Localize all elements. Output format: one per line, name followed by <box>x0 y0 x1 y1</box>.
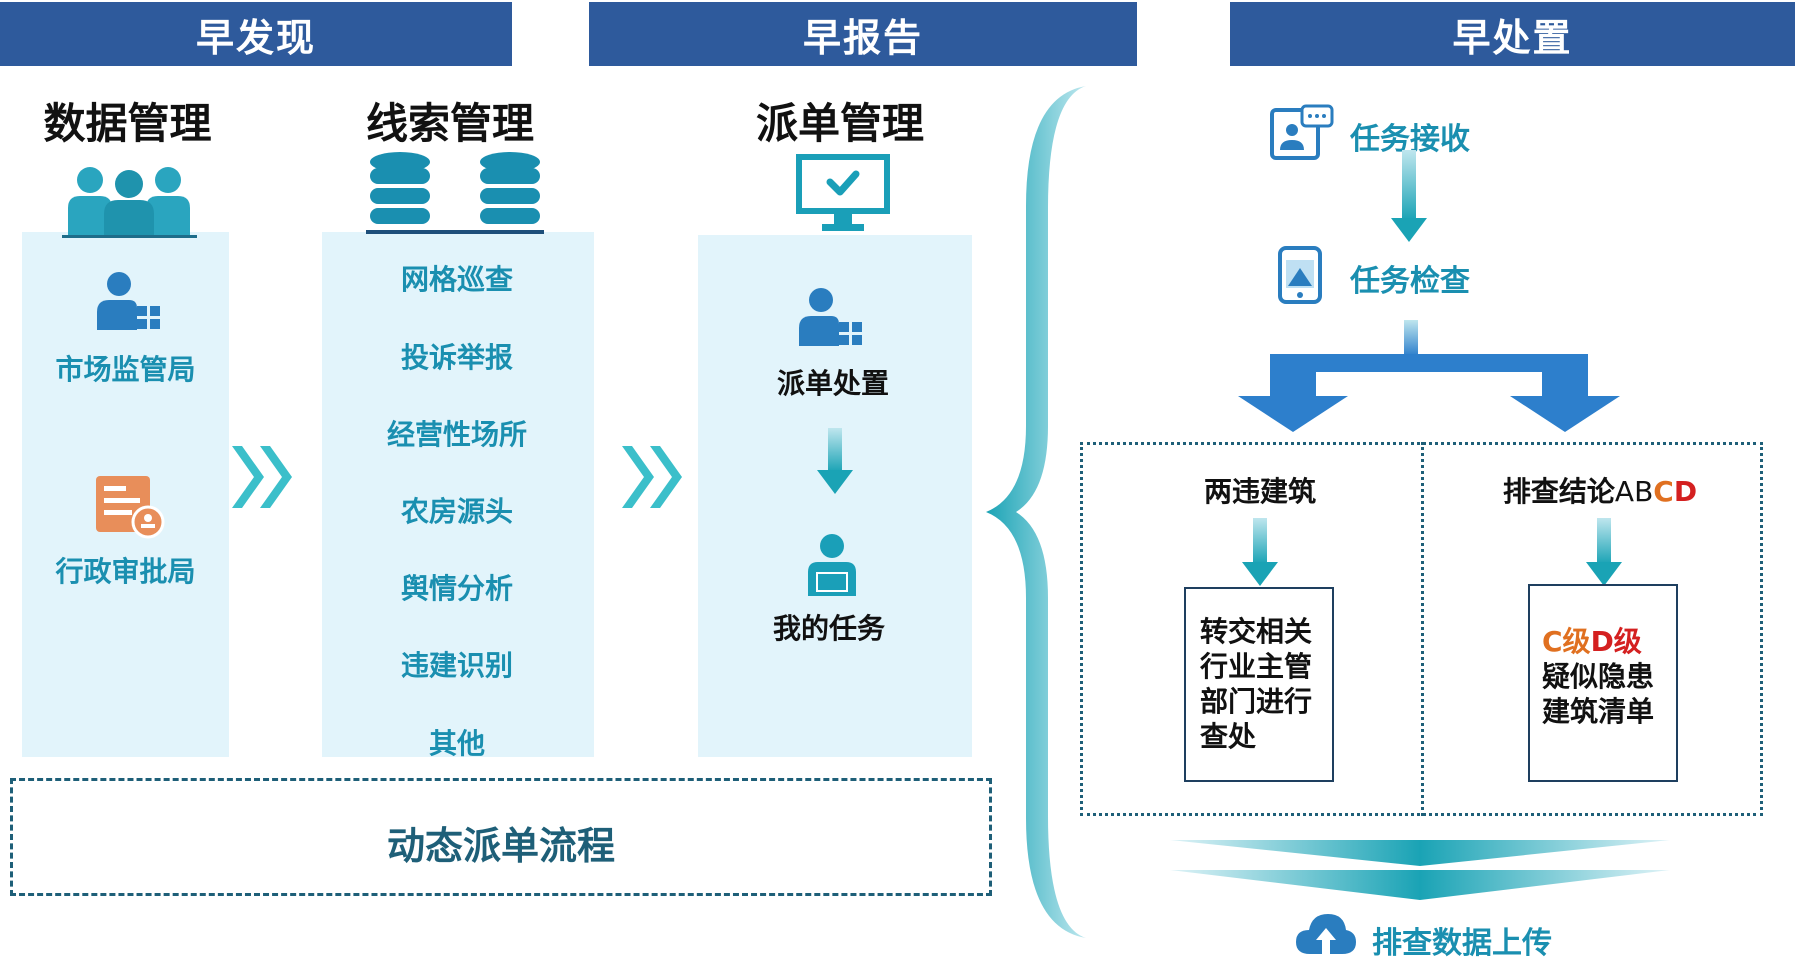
grade-d: D <box>1673 475 1698 508</box>
grade-c: C <box>1653 475 1674 508</box>
arrow-down-icon <box>1242 518 1278 586</box>
title-data-management: 数据管理 <box>43 99 212 148</box>
right-result-line-2: 建筑清单 <box>1542 695 1655 728</box>
my-tasks-label: 我的任务 <box>772 612 885 645</box>
dynamic-dispatch-flow-label: 动态派单流程 <box>386 824 615 868</box>
arrow-down-icon <box>817 428 853 494</box>
database-icon <box>366 152 544 234</box>
clue-other: 其他 <box>428 727 485 760</box>
monitor-check-icon <box>796 154 890 231</box>
person-laptop-icon <box>808 534 856 596</box>
clue-complaint: 投诉举报 <box>400 341 513 374</box>
dynamic-dispatch-flow-box <box>10 778 992 896</box>
clue-public-opinion: 舆情分析 <box>400 572 513 605</box>
illegal-building-title: 两违建筑 <box>1203 475 1316 508</box>
conclusion-title-main: 排查结论 <box>1502 475 1615 508</box>
arrow-down-icon <box>1391 150 1427 242</box>
grade-d-level: D级 <box>1590 625 1642 658</box>
inspection-conclusion-title: 排查结论ABCD <box>1470 470 1730 510</box>
market-supervision-label: 市场监管局 <box>55 353 196 386</box>
grade-b: B <box>1634 475 1654 508</box>
chevron-right-icon <box>232 446 292 508</box>
right-result-line-1: 疑似隐患 <box>1542 660 1655 693</box>
clue-business-place: 经营性场所 <box>386 418 527 451</box>
left-result-line-4: 查处 <box>1200 720 1257 753</box>
person-grid-icon <box>799 288 862 346</box>
users-icon <box>62 167 197 238</box>
clue-grid-patrol: 网格巡查 <box>400 263 513 296</box>
left-result-line-1: 转交相关 <box>1200 615 1313 648</box>
header-early-dispose: 早处置 <box>1230 2 1795 66</box>
grade-a: A <box>1614 475 1635 508</box>
chevron-down-icon <box>1170 840 1670 900</box>
clue-illegal-building-detect: 违建识别 <box>400 649 513 682</box>
admin-approval-label: 行政审批局 <box>55 555 196 588</box>
phone-map-icon <box>1278 246 1322 304</box>
title-clue-management: 线索管理 <box>365 99 534 148</box>
upload-data-label: 排查数据上传 <box>1372 926 1552 961</box>
header-early-discover: 早发现 <box>0 2 512 66</box>
title-dispatch-management: 派单管理 <box>755 99 924 148</box>
cloud-upload-icon <box>1296 914 1356 954</box>
tablet-chat-icon <box>1270 104 1334 160</box>
task-check-label: 任务检查 <box>1350 264 1470 299</box>
header-early-report: 早报告 <box>589 2 1137 66</box>
right-result-box <box>1528 584 1678 782</box>
left-result-line-2: 行业主管 <box>1200 650 1313 683</box>
clue-management-panel <box>322 232 594 757</box>
arrow-down-icon <box>1586 518 1622 586</box>
disposal-divider <box>1421 442 1424 816</box>
certificate-icon <box>96 476 165 539</box>
left-result-box <box>1184 587 1334 782</box>
right-result-grades: C级D级 <box>1542 624 1642 659</box>
person-grid-icon <box>97 272 160 330</box>
chevron-right-icon <box>622 446 682 508</box>
left-result-line-3: 部门进行 <box>1200 685 1313 718</box>
fork-arrows-icon <box>1238 320 1620 432</box>
clue-rural-house: 农房源头 <box>400 495 513 528</box>
dispatch-handling-label: 派单处置 <box>776 367 889 400</box>
grade-c-level: C级 <box>1542 625 1591 658</box>
brace-icon <box>986 86 1086 938</box>
